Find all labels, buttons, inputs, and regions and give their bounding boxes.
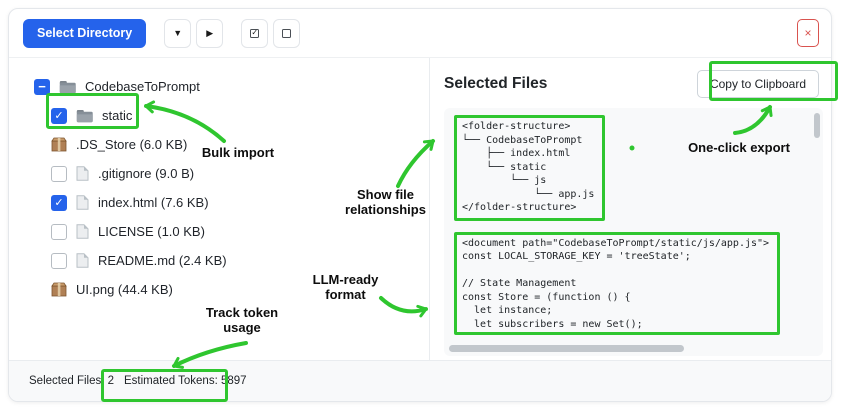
empty-checkbox-icon [282,29,291,38]
checked-checkbox[interactable] [51,195,67,211]
unchecked-checkbox[interactable] [51,253,67,269]
deselect-all-button[interactable] [273,19,300,48]
package-icon [51,137,67,152]
tree-row-codebasetoprompt[interactable]: CodebaseToPrompt [34,72,429,101]
collapse-all-button[interactable]: ▼ [164,19,191,48]
file-icon [76,224,89,239]
folder-icon [76,109,93,123]
unchecked-checkbox[interactable] [51,166,67,182]
selected-files-count: Selected Files: 2 [29,375,114,387]
tree-item-label: LICENSE (1.0 KB) [98,224,205,239]
file-icon [76,253,89,268]
indeterminate-checkbox[interactable] [34,79,50,95]
close-icon: × [804,26,811,40]
file-tree-panel: CodebaseToPrompt static .DS [9,58,430,360]
expand-collapse-group: ▼ ▶ [164,19,223,48]
tree-item-label: UI.png (44.4 KB) [76,282,173,297]
tree-row-static[interactable]: static [51,101,429,130]
expand-all-button[interactable]: ▶ [196,19,223,48]
selection-group [241,19,300,48]
package-icon [51,282,67,297]
document-code: <document path="CodebaseToPrompt/static/… [462,237,769,329]
preview-header: Selected Files Copy to Clipboard [444,70,825,98]
tree-row-license[interactable]: LICENSE (1.0 KB) [51,217,429,246]
estimated-tokens: Estimated Tokens: 5897 [124,375,247,387]
triangle-down-icon: ▼ [173,28,182,38]
status-bar: Selected Files: 2 Estimated Tokens: 5897 [9,360,831,401]
tree-item-label: .gitignore (9.0 B) [98,166,194,181]
select-all-button[interactable] [241,19,268,48]
tree-item-label: index.html (7.6 KB) [98,195,209,210]
preview-panel: Selected Files Copy to Clipboard <folder… [430,58,831,360]
folder-icon [59,80,76,94]
main-card: Select Directory ▼ ▶ × [8,8,832,402]
folder-structure-code: <folder-structure> └── CodebaseToPrompt … [462,120,594,215]
tree-row-index-html[interactable]: index.html (7.6 KB) [51,188,429,217]
selected-files-title: Selected Files [444,75,547,93]
tree-row-ui-png[interactable]: UI.png (44.4 KB) [51,275,429,304]
select-directory-button[interactable]: Select Directory [23,19,146,48]
vertical-scrollbar[interactable] [814,113,820,138]
tree-children: static .DS_Store (6.0 KB) .gitignor [51,101,429,304]
output-preview[interactable]: <folder-structure> └── CodebaseToPrompt … [444,108,823,356]
tree-row-readme[interactable]: README.md (2.4 KB) [51,246,429,275]
unchecked-checkbox[interactable] [51,224,67,240]
horizontal-scrollbar[interactable] [449,345,684,352]
file-icon [76,195,89,210]
tree-item-label: .DS_Store (6.0 KB) [76,137,187,152]
copy-to-clipboard-button[interactable]: Copy to Clipboard [697,70,819,98]
checked-checkbox[interactable] [51,108,67,124]
toolbar: Select Directory ▼ ▶ × [9,9,831,58]
folder-structure-highlight-box: <folder-structure> └── CodebaseToPrompt … [454,115,605,221]
tree-item-label: CodebaseToPrompt [85,79,200,94]
content-area: CodebaseToPrompt static .DS [9,58,831,360]
checked-checkbox-icon [250,29,259,38]
document-highlight-box: <document path="CodebaseToPrompt/static/… [454,232,780,335]
clear-button[interactable]: × [797,19,819,47]
triangle-right-icon: ▶ [206,28,213,39]
tree-row-gitignore[interactable]: .gitignore (9.0 B) [51,159,429,188]
tree-row-ds-store[interactable]: .DS_Store (6.0 KB) [51,130,429,159]
tree-item-label: README.md (2.4 KB) [98,253,227,268]
file-icon [76,166,89,181]
tree-item-label: static [102,108,132,123]
